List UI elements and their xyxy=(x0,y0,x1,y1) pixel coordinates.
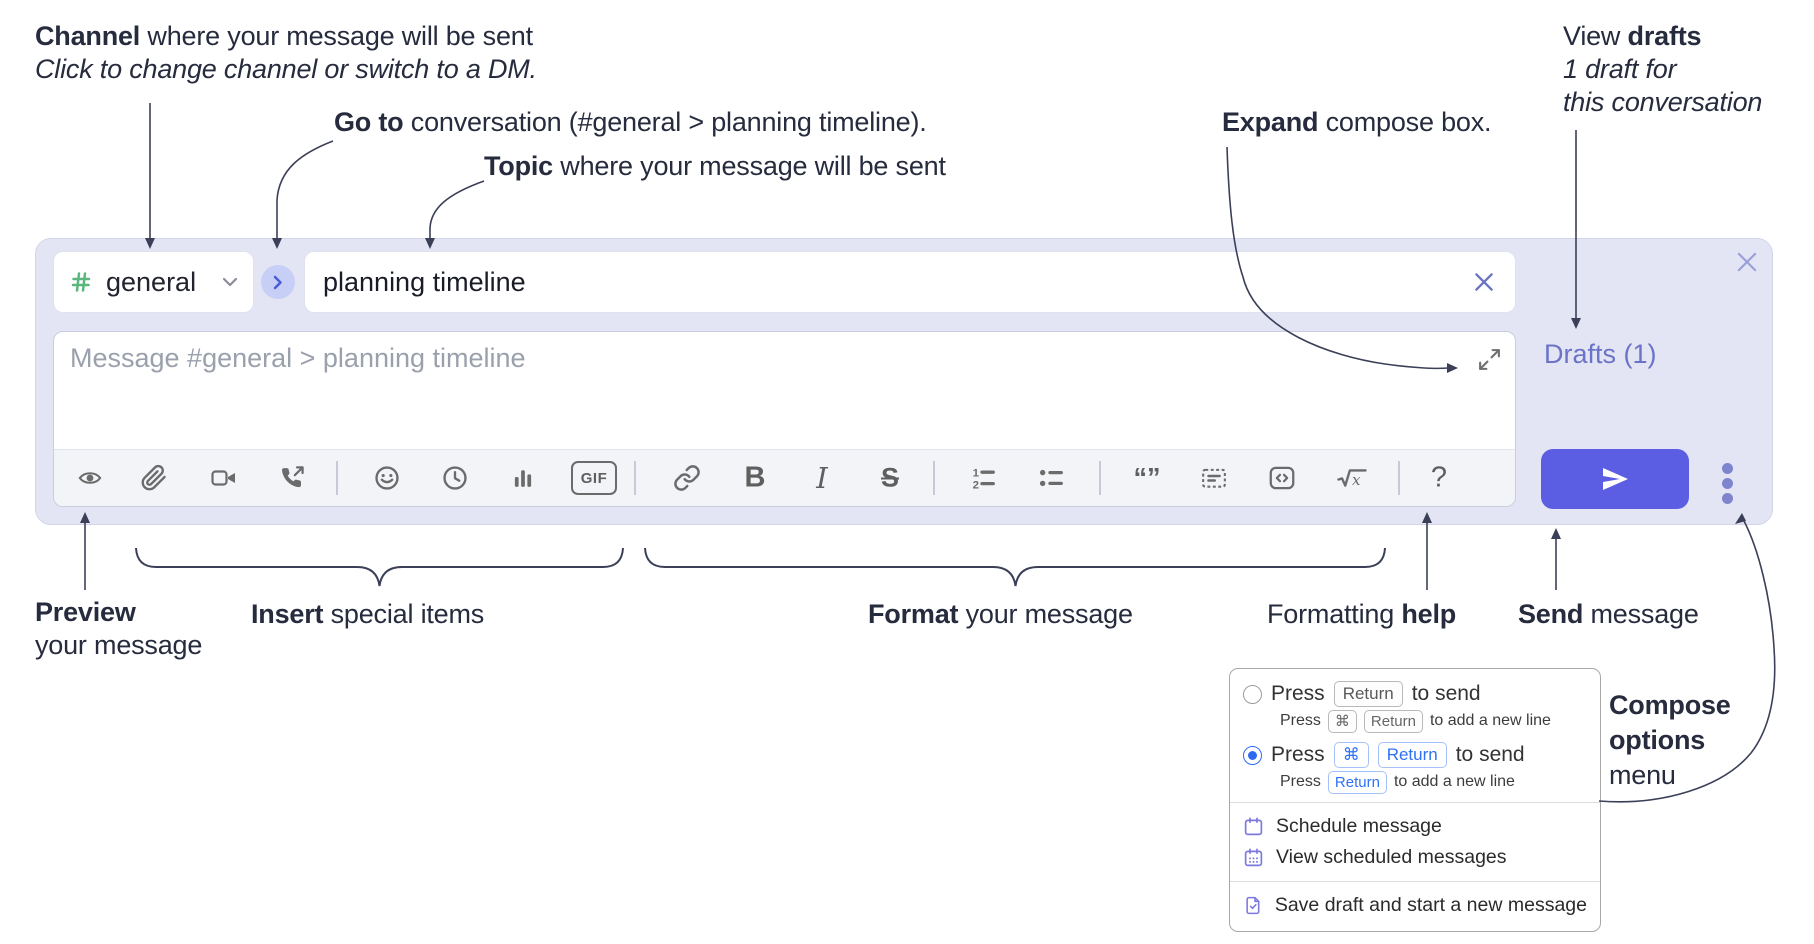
arrowhead-up xyxy=(1551,528,1561,539)
save-draft-item[interactable]: Save draft and start a new message xyxy=(1230,890,1600,921)
return-key: Return xyxy=(1363,709,1423,733)
compose-toolbar: GIF B I S 1 2 xyxy=(54,449,1515,506)
close-compose-icon[interactable] xyxy=(1734,249,1760,275)
svg-text:2: 2 xyxy=(973,479,979,491)
attach-file-icon[interactable] xyxy=(141,464,168,492)
return-key: Return xyxy=(1377,742,1447,768)
topic-pointer-line xyxy=(429,180,485,241)
expand-compose-icon[interactable] xyxy=(1477,347,1502,372)
compose-options-kebab-icon[interactable] xyxy=(1722,459,1734,508)
compose-options-menu: Press Return to send Press ⌘ Return to a… xyxy=(1229,668,1601,932)
math-icon[interactable]: x xyxy=(1336,465,1369,491)
channel-annotation-bold: Channel xyxy=(35,21,141,51)
quote-icon[interactable]: “” xyxy=(1133,462,1161,493)
channel-selector-button[interactable]: general xyxy=(53,251,254,313)
toolbar-divider xyxy=(933,461,935,495)
view-scheduled-messages-item[interactable]: View scheduled messages xyxy=(1230,842,1600,873)
code-icon[interactable] xyxy=(1269,465,1296,492)
compose-box: general planning timeline xyxy=(35,238,1773,525)
italic-icon[interactable]: I xyxy=(816,461,828,495)
enter-to-send-option[interactable]: Press Return to send xyxy=(1230,679,1600,709)
link-icon[interactable] xyxy=(673,464,701,492)
cmd-enter-to-send-option[interactable]: Press ⌘ Return to send xyxy=(1230,740,1600,770)
topic-value: planning timeline xyxy=(323,266,526,297)
strikethrough-icon[interactable]: S xyxy=(880,462,900,493)
return-key: Return xyxy=(1327,770,1387,794)
bulleted-list-icon[interactable] xyxy=(1039,465,1066,491)
send-annotation: Send message xyxy=(1518,599,1699,629)
channel-annotation: Channel where your message will be sent … xyxy=(35,20,537,86)
preview-icon[interactable] xyxy=(76,466,105,490)
spoiler-icon[interactable] xyxy=(1200,465,1228,491)
menu-divider xyxy=(1230,881,1600,882)
return-key: Return xyxy=(1333,681,1403,707)
numbered-list-icon[interactable]: 1 2 xyxy=(971,465,998,491)
cmd-key: ⌘ xyxy=(1327,709,1357,733)
time-icon[interactable] xyxy=(442,465,469,492)
cmd-key: ⌘ xyxy=(1333,742,1369,768)
bold-icon[interactable]: B xyxy=(744,461,766,494)
chevron-right-icon xyxy=(273,275,282,289)
message-textarea[interactable]: Message #general > planning timeline xyxy=(53,331,1516,507)
insert-brace xyxy=(135,547,624,587)
toolbar-divider xyxy=(336,461,338,495)
format-brace xyxy=(644,547,1386,587)
preview-annotation: Preview your message xyxy=(35,597,203,660)
goto-pointer-line xyxy=(276,140,334,241)
view-drafts-annotation: View drafts 1 draft for this conversatio… xyxy=(1563,21,1763,117)
message-placeholder: Message #general > planning timeline xyxy=(70,343,526,373)
topic-input[interactable]: planning timeline xyxy=(304,251,1516,313)
calendar-icon xyxy=(1244,817,1263,836)
menu-divider xyxy=(1230,802,1600,803)
go-to-conversation-button[interactable] xyxy=(261,265,295,299)
voice-call-icon[interactable] xyxy=(279,465,306,492)
formatting-help-icon[interactable]: ? xyxy=(1430,461,1448,494)
poll-icon[interactable] xyxy=(511,466,536,491)
toolbar-divider xyxy=(634,461,636,495)
radio-unselected-icon[interactable] xyxy=(1243,684,1262,704)
expand-annotation: Expand compose box. xyxy=(1222,107,1492,137)
drafts-link[interactable]: Drafts (1) xyxy=(1544,339,1657,369)
channel-annotation-sub: Click to change channel or switch to a D… xyxy=(35,54,537,84)
svg-text:x: x xyxy=(1352,471,1361,489)
formatting-help-annotation: Formatting help xyxy=(1267,599,1457,629)
clear-topic-icon[interactable] xyxy=(1471,269,1497,295)
radio-selected-icon[interactable] xyxy=(1243,745,1262,765)
toolbar-divider xyxy=(1099,461,1101,495)
svg-text:1: 1 xyxy=(973,467,980,479)
send-button[interactable] xyxy=(1541,449,1689,509)
enter-to-send-subtext: Press ⌘ Return to add a new line xyxy=(1230,709,1600,733)
draft-document-icon xyxy=(1246,896,1260,915)
paper-plane-icon xyxy=(1603,468,1628,490)
video-call-icon[interactable] xyxy=(209,466,240,490)
channel-annotation-rest: where your message will be sent xyxy=(140,21,533,51)
goto-annotation: Go to conversation (#general > planning … xyxy=(334,107,927,137)
calendar-grid-icon xyxy=(1244,848,1263,867)
format-annotation: Format your message xyxy=(868,599,1133,629)
insert-annotation: Insert special items xyxy=(251,599,485,629)
topic-annotation: Topic where your message will be sent xyxy=(484,151,946,181)
toolbar-divider xyxy=(1398,461,1400,495)
chevron-down-icon xyxy=(222,277,238,287)
schedule-message-item[interactable]: Schedule message xyxy=(1230,811,1600,842)
emoji-icon[interactable] xyxy=(374,465,401,492)
compose-options-annotation: Compose options menu xyxy=(1609,690,1731,790)
cmd-enter-to-send-subtext: Press Return to add a new line xyxy=(1230,770,1600,794)
channel-hash-icon xyxy=(69,270,93,294)
channel-name: general xyxy=(106,266,197,297)
gif-icon[interactable]: GIF xyxy=(571,461,617,495)
